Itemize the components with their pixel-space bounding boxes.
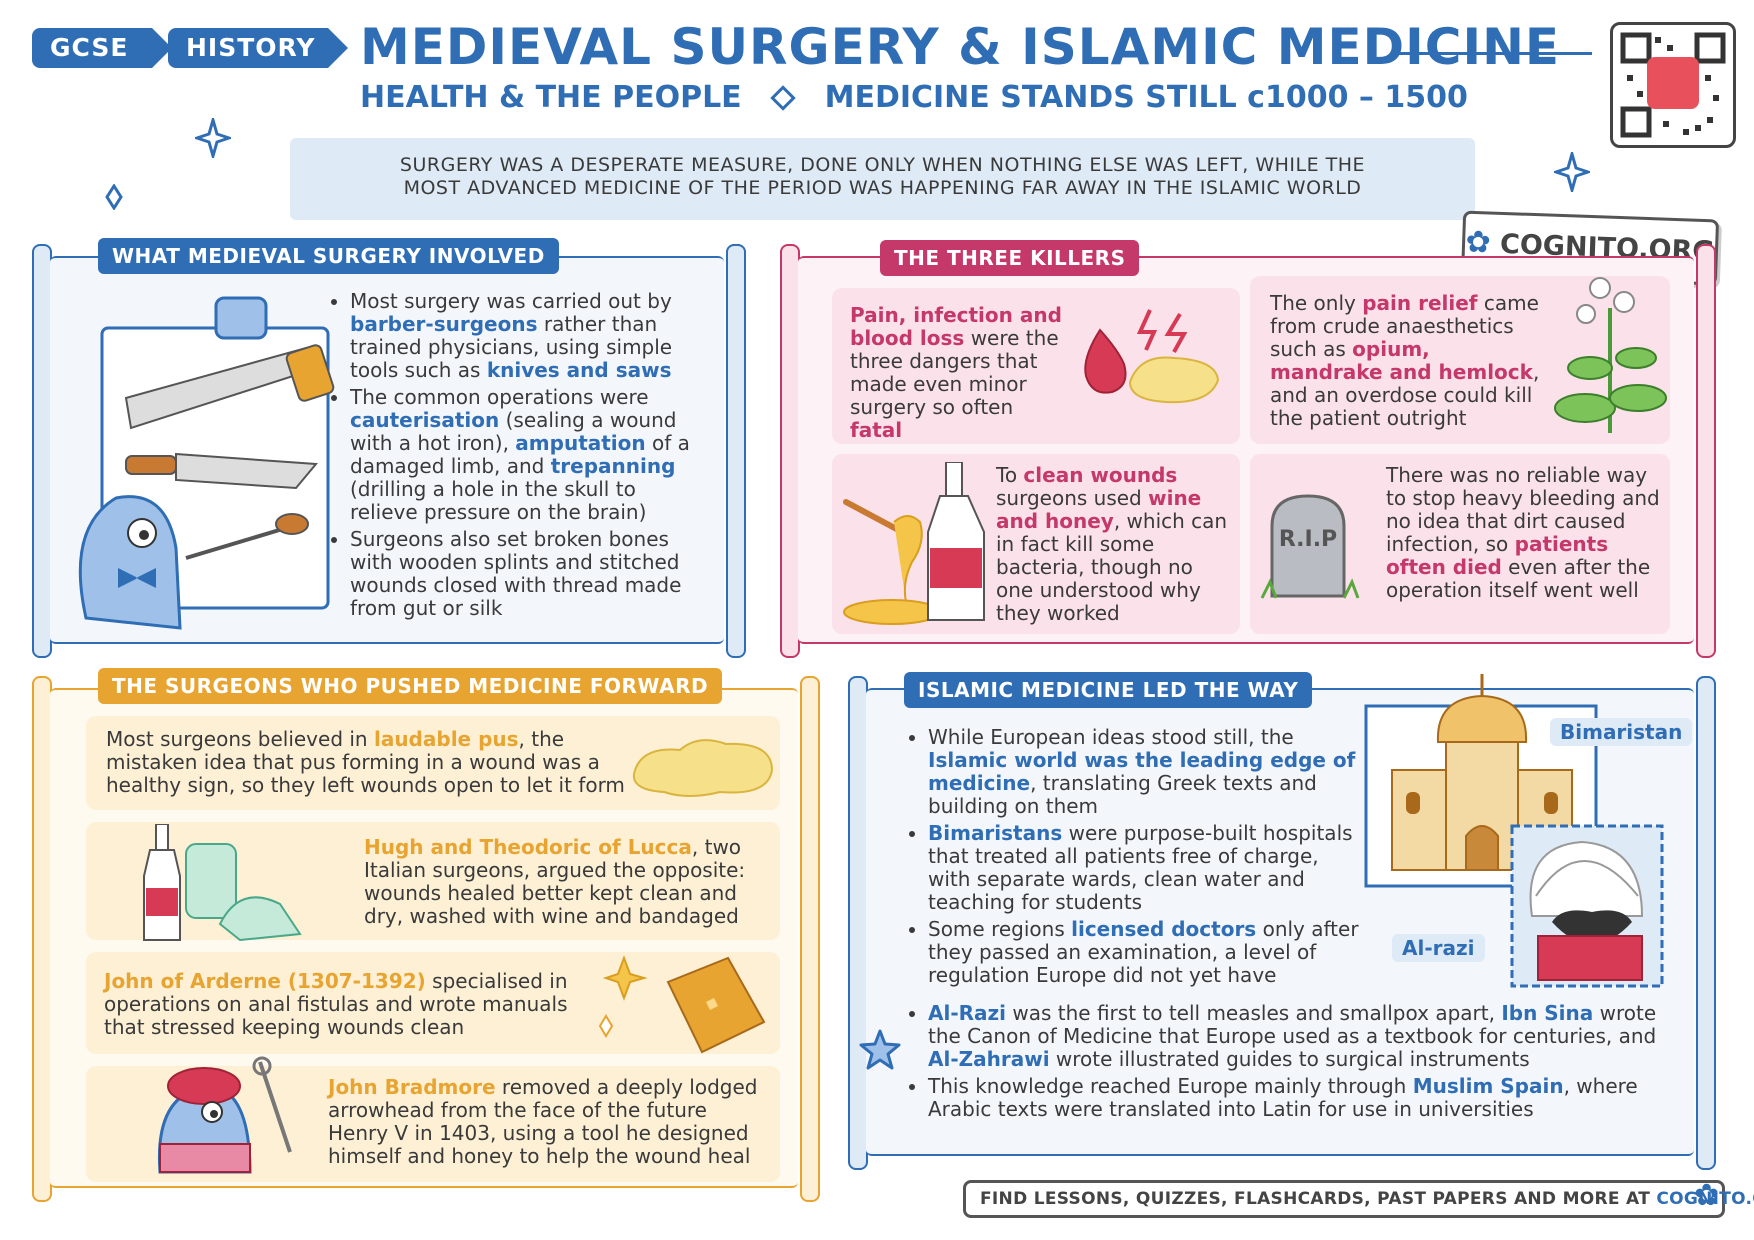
scroll-roller-right (1696, 676, 1716, 1170)
surgery-bullet-3: Surgeons also set broken bones with wood… (350, 528, 708, 620)
surgery-bullet-2: The common operations were cauterisation… (350, 386, 708, 524)
surgery-panel-title: WHAT MEDIEVAL SURGERY INVOLVED (98, 238, 559, 274)
bimaristan-illustration (1364, 674, 1664, 988)
islamic-bullet-1: While European ideas stood still, the Is… (928, 726, 1366, 818)
islamic-bullet-2: Bimaristans were purpose-built hospitals… (928, 822, 1366, 914)
killers-card-3-text: To clean wounds surgeons used wine and h… (996, 463, 1228, 625)
killers-card-2-text: The only pain relief came from crude ana… (1270, 291, 1540, 430)
page-subtitle: HEALTH & THE PEOPLE MEDICINE STANDS STIL… (360, 80, 1468, 115)
islamic-bullets-top: While European ideas stood still, the Is… (906, 726, 1366, 991)
qr-code[interactable] (1610, 22, 1736, 148)
surgeons-card-3 (86, 952, 780, 1054)
pus-icon (632, 739, 774, 797)
surgeons-card-1-text: Most surgeons believed in laudable pus, … (106, 727, 625, 797)
wine-bandage-icon (143, 824, 302, 942)
star-icon (859, 1029, 901, 1070)
diamond-icon (770, 85, 796, 111)
surgery-bullet-1: Most surgery was carried out by barber-s… (350, 290, 708, 382)
scroll-roller-left (848, 676, 868, 1170)
islamic-bullet-3: Some regions licensed doctors only after… (928, 918, 1366, 987)
killers-card-4-text: There was no reliable way to stop heavy … (1386, 463, 1660, 602)
killers-card-1-text: Pain, infection and blood loss were the … (850, 303, 1062, 442)
diamond-icon (105, 184, 123, 210)
islamic-panel-title: ISLAMIC MEDICINE LED THE WAY (904, 672, 1313, 708)
scroll-roller-right (800, 676, 820, 1202)
blood-drop-icon (1084, 309, 1220, 404)
footer-text: FIND LESSONS, QUIZZES, FLASHCARDS, PAST … (980, 1189, 1657, 1209)
islamic-bullets-bottom: Al-Razi was the first to tell measles an… (906, 1002, 1666, 1125)
scroll-roller-left (32, 676, 52, 1202)
gcse-tag: GCSE (32, 28, 172, 68)
intro-banner: SURGERY WAS A DESPERATE MEASURE, DONE ON… (290, 138, 1475, 220)
scroll-roller-left (780, 244, 800, 658)
killers-panel-title: THE THREE KILLERS (880, 240, 1140, 276)
hemlock-plant-icon (1554, 277, 1667, 433)
scroll-roller-left (32, 244, 52, 658)
surgeons-card-2-text: Hugh and Theodoric of Lucca, two Italian… (364, 835, 746, 928)
manual-book-icon (598, 955, 766, 1054)
subtitle-left: HEALTH & THE PEOPLE (360, 80, 742, 115)
surgeons-panel-title: THE SURGEONS WHO PUSHED MEDICINE FORWARD (98, 668, 723, 704)
scroll-roller-right (726, 244, 746, 658)
wine-honey-icon (843, 462, 985, 625)
scroll-roller-right (1696, 244, 1716, 658)
surgeons-card-3-text: John of Arderne (1307-1392) specialised … (104, 969, 568, 1039)
qr-code-icon (1620, 32, 1726, 138)
cognito-logo-icon: ✿ (1694, 1178, 1720, 1213)
subtitle-right: MEDICINE STANDS STILL c1000 – 1500 (824, 80, 1468, 115)
history-tag: HISTORY (168, 28, 348, 68)
tombstone-icon: R.I.P (1260, 494, 1360, 599)
tombstone-text: R.I.P (1279, 527, 1337, 552)
surgery-bullets: Most surgery was carried out by barber-s… (328, 290, 708, 624)
alrazi-label: Al-razi (1392, 934, 1485, 962)
bimaristan-label: Bimaristan (1550, 718, 1693, 746)
bradmore-character-icon (157, 1056, 292, 1174)
clipboard-illustration (78, 296, 335, 630)
footer-banner[interactable]: FIND LESSONS, QUIZZES, FLASHCARDS, PAST … (963, 1180, 1754, 1218)
page-title: MEDIEVAL SURGERY & ISLAMIC MEDICINE (360, 18, 1561, 76)
sparkle-icon (1554, 152, 1590, 192)
surgeons-card-4-text: John Bradmore removed a deeply lodged ar… (328, 1075, 758, 1168)
islamic-bullet-5: This knowledge reached Europe mainly thr… (928, 1075, 1666, 1121)
title-rule (1392, 52, 1592, 55)
islamic-bullet-4: Al-Razi was the first to tell measles an… (928, 1002, 1666, 1071)
sparkle-icon (195, 118, 231, 158)
footer-link[interactable]: COGNITO.ORG (1656, 1189, 1754, 1209)
